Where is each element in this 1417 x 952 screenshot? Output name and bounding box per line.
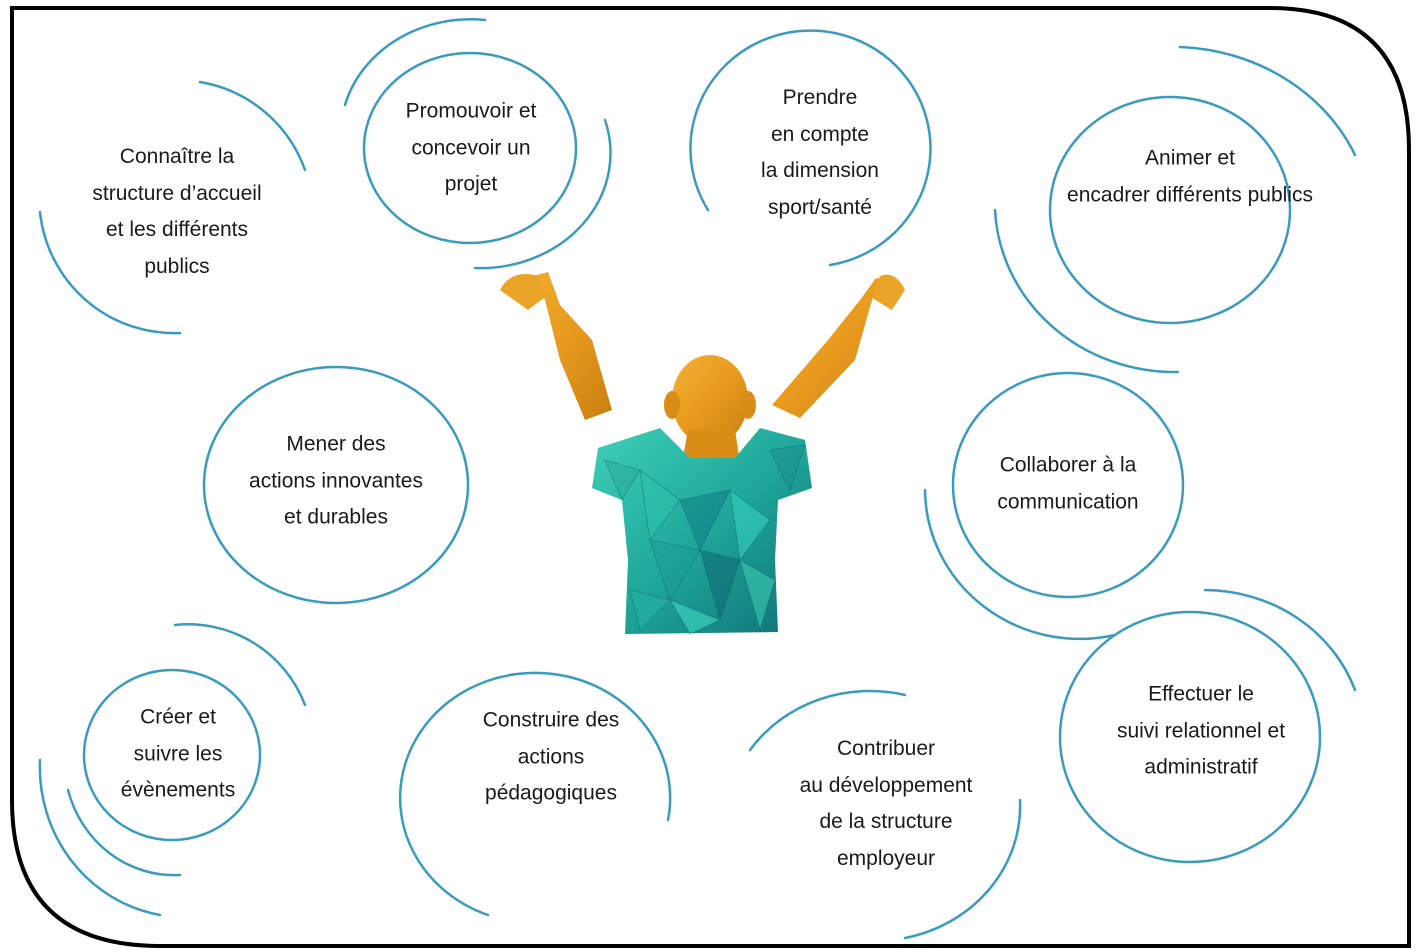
- bubble-label-promouvoir: Promouvoir et concevoir un projet: [405, 99, 537, 196]
- frame-border: [10, 6, 1411, 948]
- bubble-label-contribuer: Contribuer au développement de la struct…: [799, 737, 973, 870]
- bubble-label-collaborer: Collaborer à la communication: [997, 453, 1139, 514]
- bubble-label-connaitre: Connaître la structure d’accueil et les …: [92, 145, 262, 278]
- bubble-label-construire: Construire des actions pédagogiques: [482, 708, 620, 805]
- bubble-label-prendre: Prendre en compte la dimension sport/san…: [761, 86, 879, 219]
- bubble-label-mener: Mener des actions innovantes et durables: [249, 432, 423, 529]
- bubble-label-creer: Créer et suivre les évènements: [120, 705, 236, 802]
- bubble-label-animer: Animer et encadrer différents publics: [1067, 146, 1313, 207]
- athlete-illustration: [500, 272, 905, 635]
- bubble-arcs: [38, 18, 1357, 940]
- bubble-label-effectuer: Effectuer le suivi relationnel et admini…: [1116, 682, 1286, 779]
